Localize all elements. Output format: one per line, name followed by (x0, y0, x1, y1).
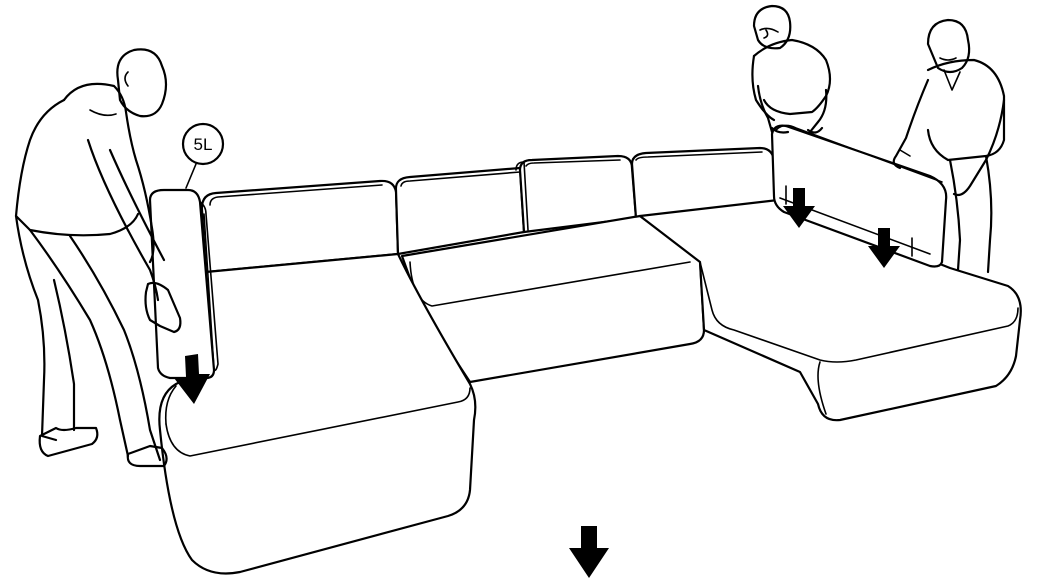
arrow-bottom-down (569, 526, 609, 578)
arrow-right-1-down (783, 188, 815, 228)
arrow-left-down (174, 354, 210, 404)
right-armrest-panel (770, 124, 948, 268)
part-label-text: 5L (194, 135, 213, 154)
part-label-callout: 5L (181, 122, 225, 189)
right-chaise-module (638, 198, 1022, 422)
sofa (148, 124, 1022, 575)
arrow-right-2-down (868, 228, 900, 268)
person-left (14, 48, 182, 468)
person-right-back (751, 4, 832, 134)
person-right-front (892, 18, 1006, 274)
left-chaise-module (158, 252, 477, 575)
middle-seat-module (400, 214, 706, 384)
armrest-5L (148, 188, 219, 380)
